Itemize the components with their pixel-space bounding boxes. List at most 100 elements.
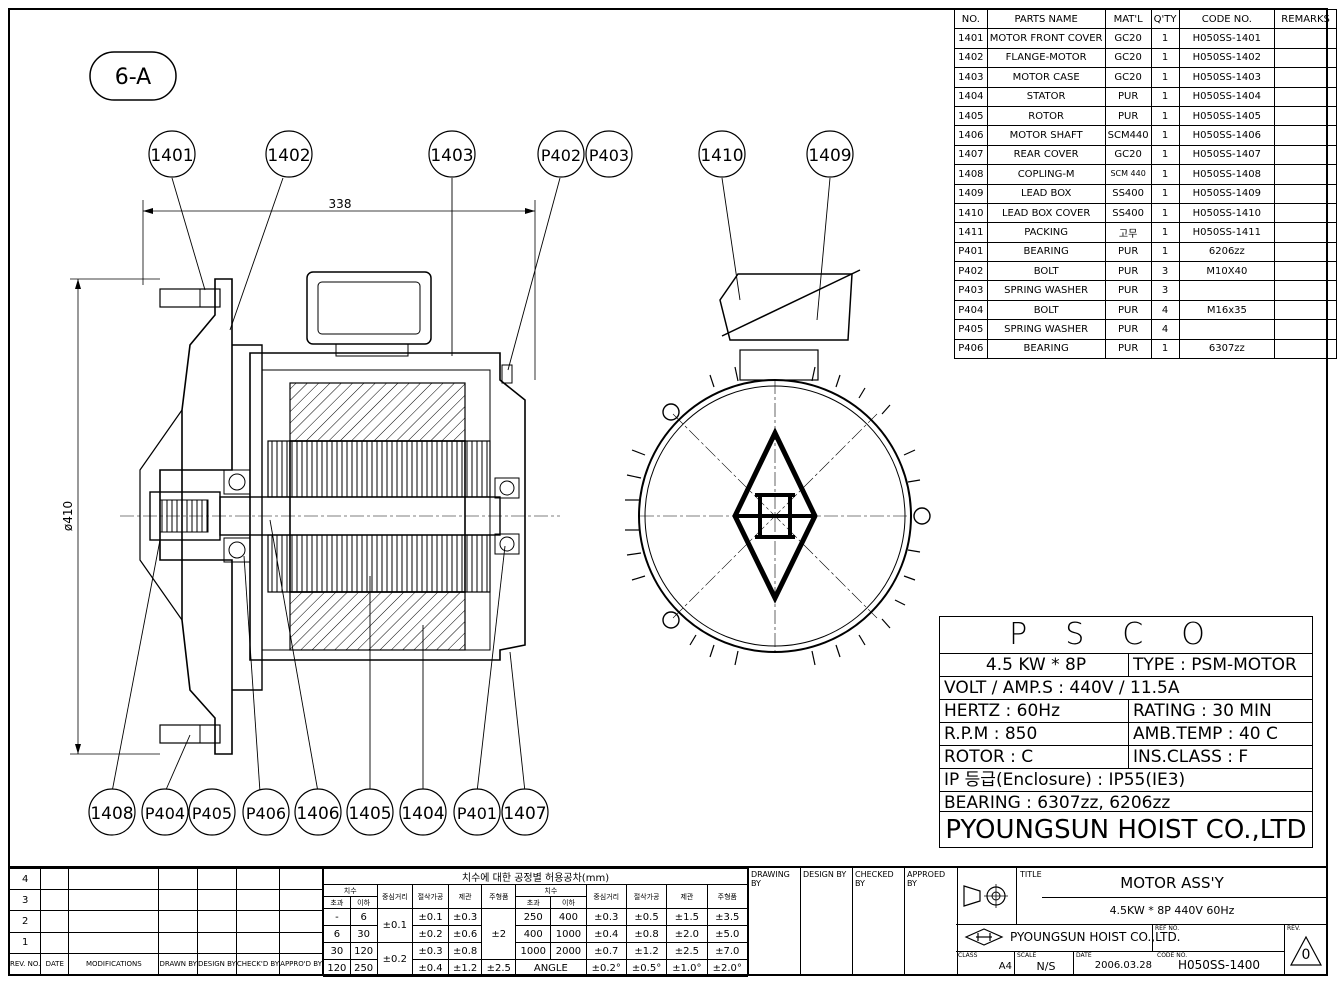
parts-cell: 1 — [1150, 144, 1180, 166]
tol-cell: ±2.5 — [666, 942, 708, 960]
parts-cell: PUR — [1104, 241, 1152, 263]
parts-cell: 6206zz — [1178, 241, 1276, 263]
parts-cell: 1 — [1150, 222, 1180, 243]
nameplate-hertz: HERTZ : 60Hz — [944, 701, 1061, 721]
tol-cell: ±5.0 — [706, 925, 749, 943]
tol-cell: ±1.0° — [666, 959, 708, 977]
callout-1406: 1406 — [296, 804, 339, 824]
ref-no-label: REF NO. — [1155, 925, 1180, 932]
parts-cell: 1 — [1150, 28, 1180, 49]
tol-cell: 30 — [323, 942, 351, 960]
tol-cell: ±0.6 — [447, 925, 483, 943]
tol-cell: ±1.5 — [666, 908, 708, 926]
parts-cell: 3 — [1150, 280, 1180, 301]
parts-cell: P406 — [954, 338, 988, 360]
nameplate-volt-amp: VOLT / AMP.S : 440V / 11.5A — [944, 678, 1180, 698]
parts-cell: PUR — [1104, 86, 1152, 107]
parts-cell: 1402 — [954, 47, 988, 69]
tol-r-under: 이하 — [550, 896, 587, 909]
dimension-length: 338 — [329, 197, 352, 211]
parts-cell: H050SS-1406 — [1178, 125, 1276, 146]
parts-cell: 1 — [1150, 105, 1180, 127]
parts-cell: BOLT — [986, 261, 1106, 282]
parts-cell: SPRING WASHER — [986, 319, 1106, 340]
nameplate-rotor: ROTOR : C — [944, 747, 1034, 767]
tol-r-cast: 주형품 — [706, 884, 749, 909]
parts-cell: REAR COVER — [986, 144, 1106, 166]
tol-cell: ±2.0 — [666, 925, 708, 943]
nameplate-amb-temp: AMB.TEMP : 40 C — [1128, 723, 1312, 745]
tol-cell: 400 — [515, 925, 552, 943]
tol-l-center: 중심거리 — [376, 884, 414, 909]
motor-case — [249, 352, 526, 661]
tol-cell: ±1.2 — [625, 942, 668, 960]
parts-cell: 1 — [1150, 202, 1180, 224]
bolt-bottom — [159, 724, 221, 744]
signoff-checked: CHECKED BY — [853, 868, 905, 975]
parts-cell — [1178, 319, 1276, 340]
rev-header-drawn: DRAWN BY — [158, 952, 198, 976]
nameplate-ip: IP 등급(Enclosure) : IP55(IE3) — [944, 770, 1186, 790]
tol-r-over: 초과 — [515, 896, 552, 909]
parts-cell — [1274, 202, 1337, 224]
callout-p404: P404 — [145, 804, 185, 823]
header-qty: Q'TY — [1150, 8, 1180, 30]
parts-table-header: NO. PARTS NAME MAT'L Q'TY CODE NO. REMAR… — [954, 8, 1337, 30]
nameplate-company: PYOUNGSUN HOIST CO.,LTD — [940, 811, 1312, 848]
tol-cell: ±0.3 — [412, 942, 449, 960]
parts-cell: M10X40 — [1178, 261, 1276, 282]
stator-bottom — [289, 591, 466, 651]
parts-cell: PUR — [1104, 261, 1152, 282]
tol-cell: ±0.7 — [585, 942, 627, 960]
parts-cell — [1274, 222, 1337, 243]
code-no-label: CODE NO. — [1157, 952, 1188, 959]
tol-l-weld: 제관 — [447, 884, 483, 909]
callout-p406: P406 — [246, 804, 286, 823]
parts-cell — [1274, 67, 1337, 88]
parts-cell: 3 — [1150, 261, 1180, 282]
parts-cell: SPRING WASHER — [986, 280, 1106, 301]
parts-cell: STATOR — [986, 86, 1106, 107]
callout-p401: P401 — [457, 804, 497, 823]
tol-cell: 30 — [349, 925, 378, 943]
nameplate-type: TYPE : PSM-MOTOR — [1128, 654, 1312, 676]
callouts-top: 1401 1402 1403 P402 P403 1410 1409 — [148, 130, 854, 178]
parts-cell: 1404 — [954, 86, 988, 107]
parts-cell: P404 — [954, 299, 988, 321]
callout-1401: 1401 — [150, 146, 193, 166]
company-name: PYOUNGSUN HOIST CO.,LTD. — [1010, 930, 1181, 944]
parts-cell — [1274, 261, 1337, 282]
parts-cell — [1274, 28, 1337, 49]
parts-cell — [1274, 144, 1337, 166]
parts-cell: 1 — [1150, 47, 1180, 69]
parts-cell: SS400 — [1104, 183, 1152, 204]
tol-cell: 250 — [515, 908, 552, 926]
parts-cell: 4 — [1150, 299, 1180, 321]
tol-cell: ANGLE — [515, 959, 587, 977]
rev-mark-2: 2 — [8, 910, 42, 933]
rotor-bottom — [267, 534, 491, 593]
parts-cell: PUR — [1104, 299, 1152, 321]
callout-1402: 1402 — [267, 146, 310, 166]
title-label: TITLE — [1020, 870, 1042, 879]
scale-value: N/S — [1036, 960, 1056, 973]
nameplate-ins-class: INS.CLASS : F — [1128, 746, 1312, 768]
parts-table: NO. PARTS NAME MAT'L Q'TY CODE NO. REMAR… — [954, 8, 1337, 360]
parts-cell — [1274, 183, 1337, 204]
parts-cell — [1274, 280, 1337, 301]
parts-cell: 4 — [1150, 319, 1180, 340]
parts-cell: 1408 — [954, 164, 988, 185]
parts-cell: H050SS-1408 — [1178, 164, 1276, 185]
tol-cell: ±0.5° — [625, 959, 668, 977]
parts-cell: MOTOR CASE — [986, 67, 1106, 88]
header-no: NO. — [954, 8, 988, 30]
rev-header-checked: CHECK'D BY — [235, 952, 281, 976]
callout-1410: 1410 — [700, 146, 743, 166]
parts-cell: PUR — [1104, 319, 1152, 340]
parts-cell: SS400 — [1104, 202, 1152, 224]
